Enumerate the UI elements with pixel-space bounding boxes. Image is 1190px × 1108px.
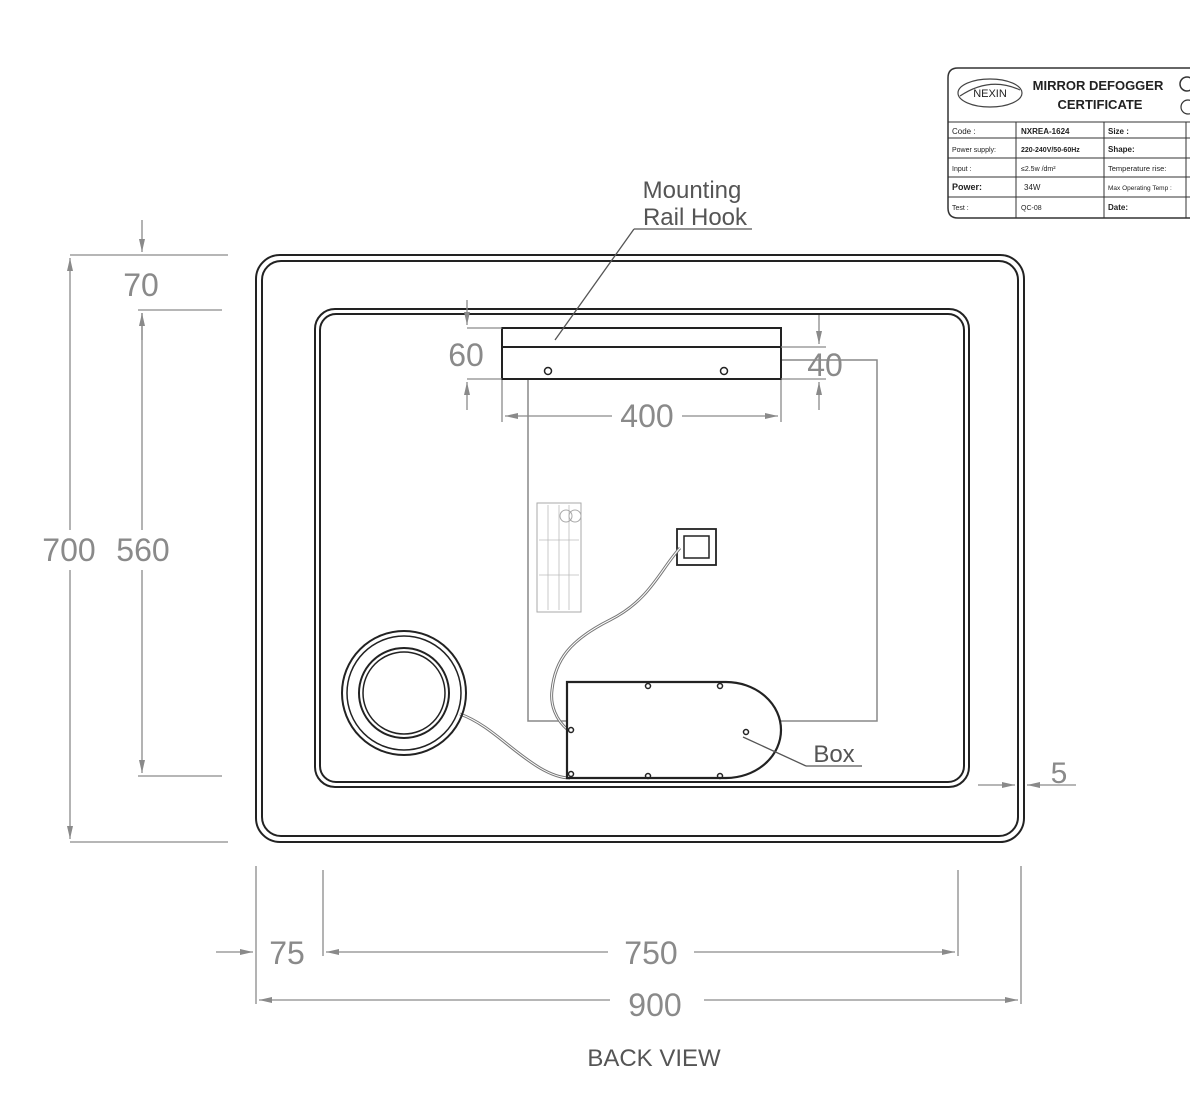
svg-text:Date:: Date: [1108,203,1128,212]
dim-height-inner: 560 [116,532,169,568]
svg-text:≤2.5w /dm²: ≤2.5w /dm² [1021,166,1056,173]
dim-edge-gap: 5 [1051,757,1068,790]
svg-text:Input :: Input : [952,166,972,173]
svg-text:NEXIN: NEXIN [973,88,1007,100]
svg-text:34W: 34W [1024,183,1041,192]
svg-text:Power:: Power: [952,182,982,192]
mounting-rail-hook [501,327,782,380]
certificate-row: Test : QC-08 Date: [952,203,1128,212]
svg-text:Max Operating Temp :: Max Operating Temp : [1108,185,1172,192]
svg-text:Power supply:: Power supply: [952,147,996,154]
certificate-row: Power: 34W Max Operating Temp : [952,182,1172,192]
magnifying-mirror [341,630,467,756]
svg-text:NXREA-1624: NXREA-1624 [1021,127,1070,136]
mounting-label-line2: Rail Hook [643,204,748,231]
dimension-lines [67,220,1076,1004]
certificate-row: Code : NXREA-1624 Size : [952,127,1129,136]
mounting-leader [554,228,752,341]
svg-text:220-240V/50-60Hz: 220-240V/50-60Hz [1021,147,1080,154]
dim-width-total: 900 [628,987,681,1023]
mirror-inner-panel [314,308,970,788]
svg-text:Code :: Code : [952,127,976,136]
dim-hook-width: 400 [620,398,673,434]
svg-text:Test :: Test : [952,205,969,212]
defogger-certificate: NEXIN MIRROR DEFOGGER CERTIFICATE Code :… [947,67,1190,219]
dim-hook-height: 60 [448,337,484,373]
touch-sensor [676,528,717,566]
mounting-label-line1: Mounting [643,177,742,204]
mirror-outer-frame [255,254,1025,843]
svg-text:QC-08: QC-08 [1021,205,1042,212]
dim-width-inner: 750 [624,935,677,971]
driver-box [565,680,783,780]
certificate-title-line1: MIRROR DEFOGGER [1033,78,1164,93]
svg-text:Temperature rise:: Temperature rise: [1108,164,1166,173]
certificate-row: Input : ≤2.5w /dm² Temperature rise: [952,164,1166,173]
dim-side-border: 75 [269,935,305,971]
pad-label-sticker [536,502,582,613]
certificate-title-line2: CERTIFICATE [1058,97,1143,112]
dim-top-border: 70 [123,267,159,303]
box-leader [742,736,862,767]
brand-logo: NEXIN [957,78,1023,108]
view-title: BACK VIEW [587,1045,721,1072]
certificate-row: Power supply: 220-240V/50-60Hz Shape: [952,145,1135,154]
svg-text:Size :: Size : [1108,127,1129,136]
svg-text:Shape:: Shape: [1108,145,1135,154]
dim-hook-offset: 40 [807,347,843,383]
dim-height-total: 700 [42,532,95,568]
box-label: Box [813,741,854,768]
